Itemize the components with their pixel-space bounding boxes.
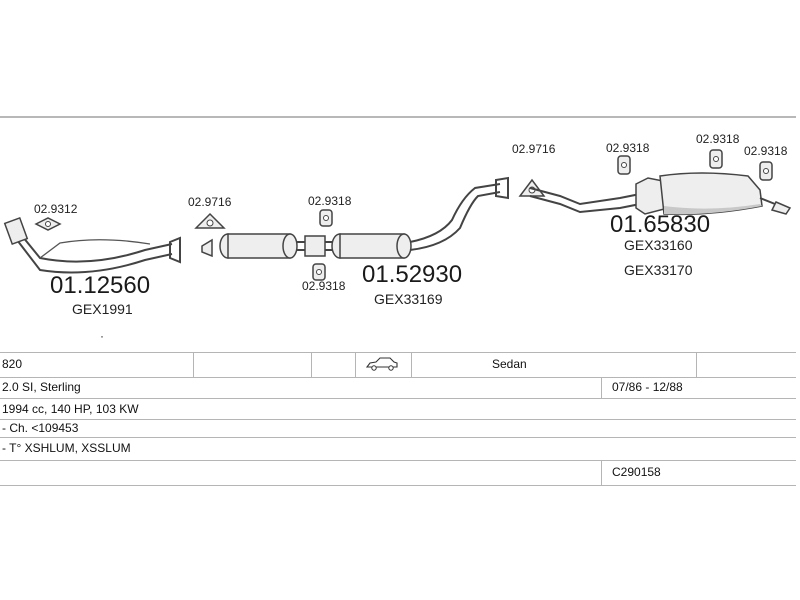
- catalog-code-cell: C290158: [612, 465, 661, 479]
- table-row: C290158: [0, 461, 796, 486]
- front-pipe-part-number: 01.12560: [50, 272, 150, 299]
- rear-muffler[interactable]: [529, 172, 792, 216]
- gasket-label: 02.9318: [308, 194, 352, 208]
- gasket-02-9318-a[interactable]: 02.9318: [308, 194, 352, 227]
- center-pipe-part-number: 01.52930: [362, 261, 462, 288]
- years-cell: 07/86 - 12/88: [612, 380, 683, 394]
- engine-name-cell: 2.0 SI, Sterling: [2, 380, 81, 394]
- rear-muffler-part-number: 01.65830: [610, 211, 710, 238]
- chassis-cell: - Ch. <109453: [2, 421, 79, 435]
- gasket-02-9716-a[interactable]: 02.9716: [188, 195, 232, 229]
- center-pipe-ref: GEX33169: [374, 291, 443, 307]
- dot-mark: ·: [100, 329, 104, 343]
- gasket-label: 02.9312: [34, 202, 78, 216]
- type-codes-cell: - T° XSHLUM, XSSLUM: [2, 441, 131, 455]
- gasket-label: 02.9716: [188, 195, 232, 209]
- gasket-02-9716-b[interactable]: 02.9716: [512, 142, 556, 197]
- front-pipe-ref: GEX1991: [72, 301, 133, 317]
- gasket-label: 02.9716: [512, 142, 556, 156]
- gasket-02-9318-c[interactable]: 02.9318: [606, 141, 650, 175]
- table-row: - Ch. <109453: [0, 420, 796, 438]
- rear-muffler-ref: GEX33160: [624, 237, 693, 253]
- exhaust-diagram: 02.9312 01.12560 GEX1991 02.9716 02.9318…: [3, 132, 792, 343]
- diagram-top-border: [0, 116, 796, 118]
- gasket-02-9318-d[interactable]: 02.9318: [696, 132, 740, 169]
- body-type-cell: Sedan: [492, 357, 527, 371]
- gasket-label: 02.9318: [696, 132, 740, 146]
- gasket-label: 02.9318: [744, 144, 788, 158]
- front-pipe[interactable]: [3, 216, 181, 274]
- gasket-label: 02.9318: [606, 141, 650, 155]
- table-row: 1994 cc, 140 HP, 103 KW: [0, 399, 796, 420]
- engine-specs-cell: 1994 cc, 140 HP, 103 KW: [2, 402, 139, 416]
- rear-muffler-ref-2: GEX33170: [624, 262, 693, 278]
- table-row: 820 Sedan: [0, 352, 796, 378]
- gasket-label: 02.9318: [302, 279, 346, 293]
- center-pipe[interactable]: [201, 176, 509, 259]
- table-row: - T° XSHLUM, XSSLUM: [0, 438, 796, 461]
- model-cell: 820: [2, 357, 23, 371]
- gasket-02-9318-e[interactable]: 02.9318: [744, 144, 788, 181]
- table-row: 2.0 SI, Sterling 07/86 - 12/88: [0, 377, 796, 399]
- gasket-02-9312[interactable]: 02.9312: [34, 202, 78, 231]
- car-sedan-icon: [365, 356, 399, 380]
- gasket-02-9318-b[interactable]: 02.9318: [302, 263, 346, 293]
